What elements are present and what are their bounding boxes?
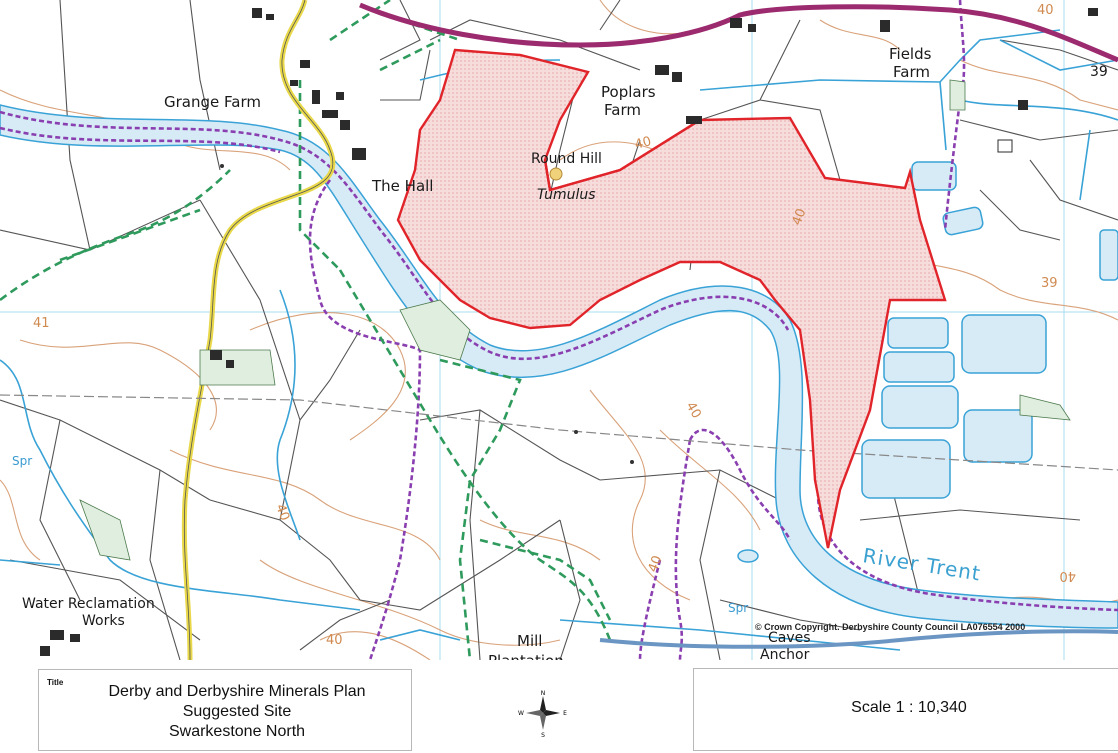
contour-label-40-left: 40 — [272, 502, 292, 523]
bridleways — [0, 0, 612, 660]
title-tag: Title — [47, 678, 64, 687]
contour-label-40-top: 40 — [1037, 3, 1054, 18]
minor-road-edge — [183, 0, 334, 660]
title-line-1: Derby and Derbyshire Minerals Plan — [108, 683, 366, 700]
label-grange-farm: Grange Farm — [164, 93, 261, 111]
title-line-3: Swarkestone North — [168, 723, 306, 740]
contour-label-40-river: 40 — [683, 400, 704, 422]
label-fields: Fields — [889, 45, 932, 63]
contour-label-40-bottom: 40 — [326, 633, 343, 648]
compass-rose-icon: N S E W — [518, 690, 567, 738]
contour-label-40-site-low: 40 — [790, 207, 810, 228]
label-the-hall: The Hall — [371, 177, 433, 195]
map-title: Derby and Derbyshire Minerals Plan Sugge… — [69, 682, 405, 742]
label-poplars-farm: Farm — [604, 101, 641, 119]
copyright-notice: © Crown Copyright. Derbyshire County Cou… — [755, 622, 1025, 632]
east-label: E — [563, 710, 567, 717]
title-line-2: Suggested Site — [182, 703, 292, 720]
south-label: S — [541, 732, 545, 738]
railway-line — [0, 394, 1118, 471]
label-spr-bottom: Spr — [728, 601, 748, 615]
buildings — [40, 8, 1098, 656]
contour-label-40-site: 40 — [633, 134, 653, 153]
contour-label-41: 41 — [33, 316, 50, 331]
label-spr-left: Spr — [12, 454, 32, 468]
label-fields-farm: Farm — [893, 63, 930, 81]
water-ponds — [737, 161, 1118, 563]
major-road — [359, 2, 1118, 63]
tumulus-symbol — [549, 167, 563, 181]
west-label: W — [518, 710, 524, 717]
title-box: Title Derby and Derbyshire Minerals Plan… — [38, 669, 412, 751]
label-anchor: Anchor — [760, 647, 810, 660]
contour-label-40-right: 40 — [1059, 568, 1076, 583]
contour-label-39-top: 39 — [1090, 64, 1108, 80]
road-grey — [599, 629, 1118, 649]
site-inner-boundary — [543, 118, 701, 192]
map-footer: Title Derby and Derbyshire Minerals Plan… — [0, 660, 1118, 753]
footpaths — [0, 0, 1118, 660]
label-round-hill: Round Hill — [531, 151, 602, 167]
label-poplars: Poplars — [601, 83, 656, 101]
north-label: N — [541, 690, 546, 697]
label-water-reclamation: Water Reclamation — [22, 596, 155, 612]
contour-label-39-right: 39 — [1041, 276, 1058, 291]
scale-text: Scale 1 : 10,340 — [851, 699, 967, 716]
label-tumulus: Tumulus — [537, 187, 596, 203]
label-caves: Caves — [768, 630, 811, 646]
spot-marks — [220, 164, 634, 464]
contour-label-40-mid: 40 — [646, 554, 666, 575]
label-plantation: Plantation — [488, 652, 564, 660]
label-works: Works — [82, 613, 125, 629]
label-mill: Mill — [517, 632, 542, 650]
scale-box: Scale 1 : 10,340 — [693, 668, 1118, 751]
map-canvas[interactable]: Grange Farm The Hall Round Hill Tumulus … — [0, 0, 1118, 660]
